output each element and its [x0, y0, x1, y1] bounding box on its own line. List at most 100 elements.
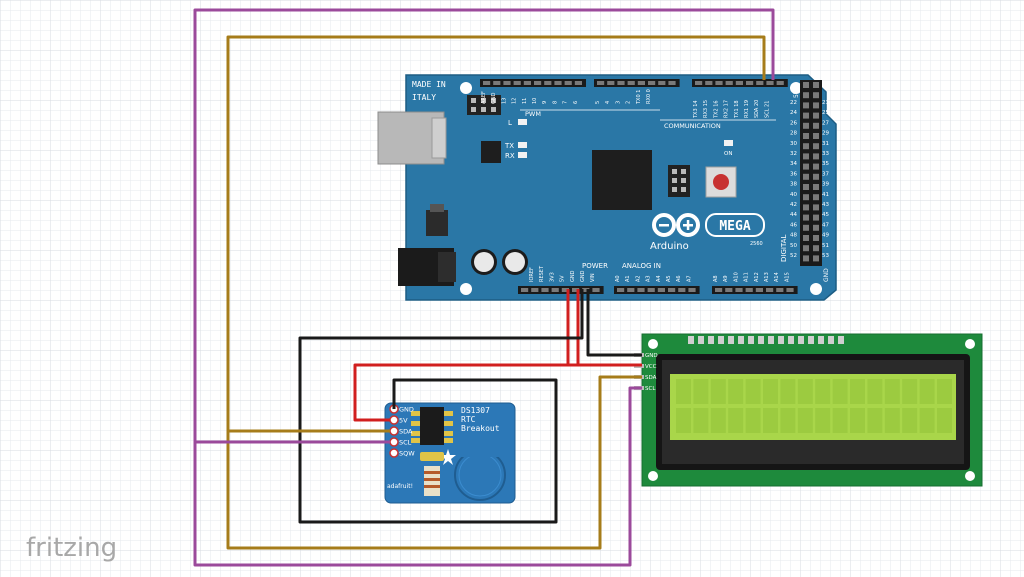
analog-header-pin[interactable] — [668, 288, 676, 292]
wire-purple-scl-network[interactable] — [193, 8, 775, 567]
pwm-header-pin[interactable] — [544, 81, 552, 85]
power-header-pin[interactable] — [551, 288, 559, 292]
digital-header-pin[interactable] — [813, 214, 819, 221]
digital-header-pin[interactable] — [803, 153, 809, 160]
power-header-pin[interactable] — [572, 288, 580, 292]
digital-header-pin[interactable] — [803, 184, 809, 190]
pwm-header-pin[interactable] — [658, 81, 666, 85]
digital-header-pin[interactable] — [803, 163, 809, 170]
communication-header[interactable] — [692, 79, 788, 87]
digital-header-pin[interactable] — [813, 184, 819, 190]
analog-header-pin[interactable] — [637, 288, 645, 292]
pwm-header-pin[interactable] — [503, 81, 511, 85]
digital-header-pin[interactable] — [813, 112, 819, 119]
digital-header-pin[interactable] — [813, 122, 819, 129]
power-header-pin[interactable] — [521, 288, 529, 292]
pwm-digital-header[interactable] — [480, 79, 680, 87]
analog-header-pin[interactable] — [786, 288, 794, 292]
comm-header-pin[interactable] — [705, 81, 713, 85]
wire-olive-sda-network[interactable] — [226, 35, 766, 550]
pwm-header-pin[interactable] — [554, 81, 562, 85]
pwm-header-pin[interactable] — [607, 81, 615, 85]
comm-header-pin[interactable] — [766, 81, 774, 85]
reset-button[interactable] — [705, 166, 737, 198]
analog-header-pin[interactable] — [647, 288, 655, 292]
digital-header-pin[interactable] — [813, 153, 819, 160]
pwm-header-pin[interactable] — [668, 81, 676, 85]
power-header-pin[interactable] — [531, 288, 539, 292]
analog-header-pin[interactable] — [745, 288, 753, 292]
rtc-pin-5v[interactable] — [389, 415, 399, 425]
analog-header-pin[interactable] — [715, 288, 723, 292]
digital-header-pin[interactable] — [803, 173, 809, 180]
power-header-pin[interactable] — [541, 288, 549, 292]
digital-header-pin[interactable] — [813, 102, 819, 109]
digital-header-pin[interactable] — [813, 163, 819, 170]
comm-header-pin[interactable] — [776, 81, 784, 85]
digital-header-pin[interactable] — [813, 82, 819, 88]
wire-black-arduino-gnd-to-lcd-gnd[interactable] — [586, 289, 642, 357]
wire-black-arduino-gnd-to-rtc-gnd[interactable] — [298, 289, 584, 524]
pwm-header-pin[interactable] — [627, 81, 635, 85]
analog-header-pin[interactable] — [766, 288, 774, 292]
digital-header-pin[interactable] — [803, 143, 809, 150]
power-header-pin[interactable] — [582, 288, 590, 292]
digital-header-pin[interactable] — [813, 143, 819, 150]
digital-header-pin[interactable] — [803, 112, 809, 119]
digital-header-pin[interactable] — [803, 214, 809, 221]
digital-header-pin[interactable] — [803, 194, 809, 201]
rtc-pin-sqw[interactable] — [389, 448, 399, 458]
digital-header-pin[interactable] — [813, 204, 819, 211]
analog-header-pin[interactable] — [617, 288, 625, 292]
digital-header-pin[interactable] — [803, 224, 809, 231]
digital-header-pin[interactable] — [803, 204, 809, 211]
pwm-header-pin[interactable] — [483, 81, 491, 85]
pwm-header-pin[interactable] — [648, 81, 656, 85]
pwm-header-pin[interactable] — [493, 81, 501, 85]
digital-header-pin[interactable] — [803, 122, 809, 129]
pwm-header-pin[interactable] — [597, 81, 605, 85]
ds1307-rtc-breakout[interactable]: DS1307 RTC Breakout adafruit! GND5VSDASC… — [384, 402, 516, 504]
comm-header-pin[interactable] — [746, 81, 754, 85]
analog-header-pin[interactable] — [678, 288, 686, 292]
analog-header-pin[interactable] — [735, 288, 743, 292]
analog-header-pin[interactable] — [725, 288, 733, 292]
digital-header-pin[interactable] — [813, 235, 819, 241]
rtc-pin-scl[interactable] — [389, 437, 399, 447]
pwm-header-pin[interactable] — [534, 81, 542, 85]
digital-header-pin[interactable] — [803, 102, 809, 109]
power-header-pin[interactable] — [592, 288, 600, 292]
comm-header-pin[interactable] — [695, 81, 703, 85]
comm-header-pin[interactable] — [756, 81, 764, 85]
digital-header-pin[interactable] — [803, 245, 809, 252]
digital-header-pin[interactable] — [803, 255, 809, 262]
analog-header-pin[interactable] — [657, 288, 665, 292]
digital-header-pin[interactable] — [813, 245, 819, 252]
digital-header-pin[interactable] — [813, 92, 819, 99]
analog-header-pin[interactable] — [755, 288, 763, 292]
pwm-header-pin[interactable] — [564, 81, 572, 85]
comm-header-pin[interactable] — [725, 81, 733, 85]
digital-header-pin[interactable] — [813, 173, 819, 180]
pwm-header-pin[interactable] — [637, 81, 645, 85]
digital-header-pin[interactable] — [813, 194, 819, 201]
comm-header-pin[interactable] — [735, 81, 743, 85]
pwm-header-pin[interactable] — [523, 81, 531, 85]
arduino-mega-board[interactable]: MADE IN ITALY PWM L TX RX ON COMMUNICATI… — [377, 74, 837, 301]
pwm-header-pin[interactable] — [574, 81, 582, 85]
digital-header-pin[interactable] — [813, 133, 819, 139]
analog-header-pin[interactable] — [776, 288, 784, 292]
digital-header-pin[interactable] — [803, 133, 809, 139]
digital-double-header[interactable] — [800, 80, 822, 266]
digital-header-pin[interactable] — [813, 255, 819, 262]
power-header-pin[interactable] — [561, 288, 569, 292]
analog-in-header[interactable] — [614, 286, 798, 294]
analog-header-pin[interactable] — [627, 288, 635, 292]
power-header[interactable] — [518, 286, 604, 294]
analog-header-pin[interactable] — [688, 288, 696, 292]
digital-header-pin[interactable] — [803, 92, 809, 99]
digital-header-pin[interactable] — [813, 224, 819, 231]
rtc-pin-sda[interactable] — [389, 426, 399, 436]
